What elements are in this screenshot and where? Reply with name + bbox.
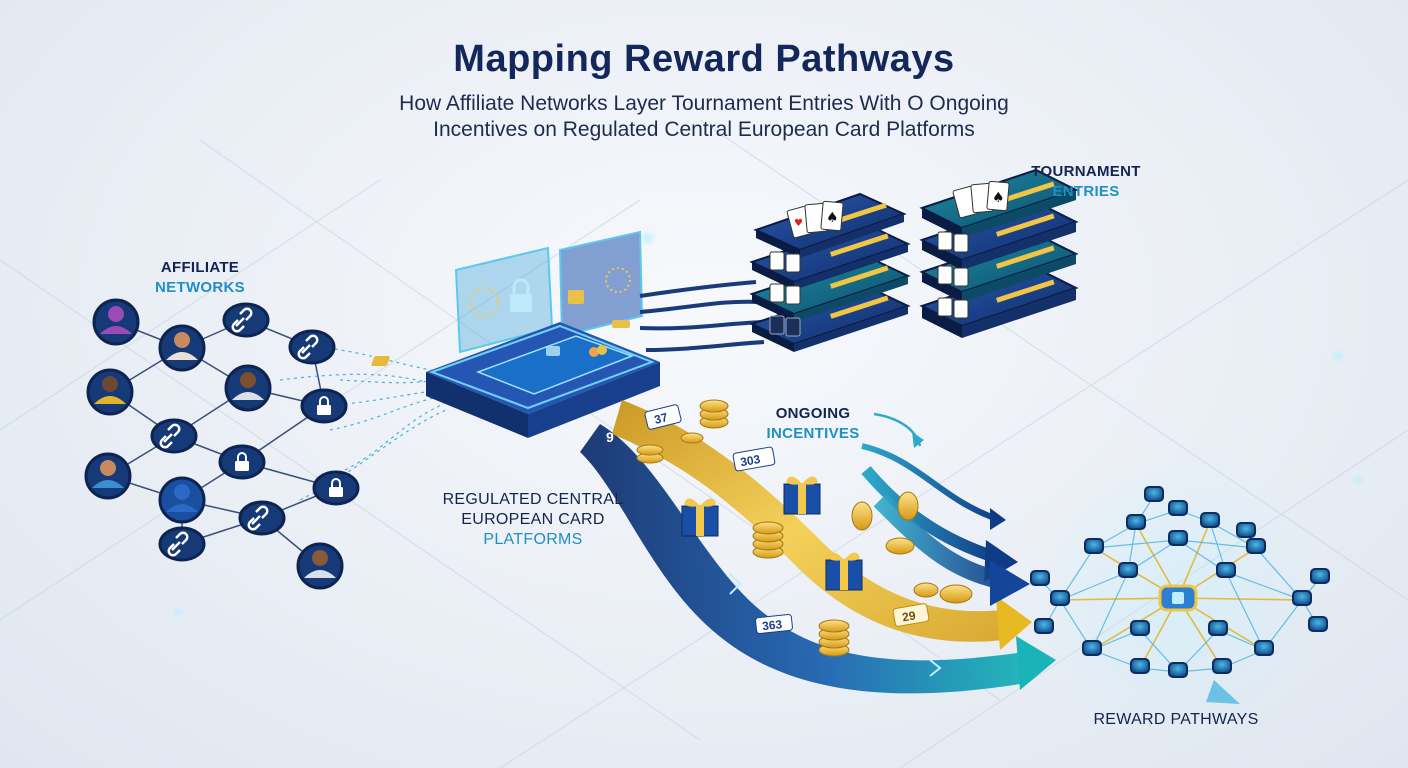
ongoing-incentive-arrows — [862, 414, 1030, 606]
ribbon-badge-text: 363 — [761, 617, 783, 633]
coin-stack-icon — [819, 620, 849, 656]
ribbon-badge: 9 — [606, 429, 614, 445]
gift-box-icon — [682, 498, 718, 536]
svg-text:♠: ♠ — [826, 210, 839, 226]
tournament-entries-label: TOURNAMENT ENTRIES — [1016, 162, 1156, 202]
affiliate-label-line1: AFFILIATE — [140, 258, 260, 278]
hologram-card-screen — [560, 232, 642, 336]
ribbon-badge: 303 — [733, 447, 776, 472]
ribbon-badge-text: 29 — [901, 608, 917, 624]
link-node — [240, 502, 284, 534]
link-node — [160, 528, 204, 560]
reward-label-text: REWARD PATHWAYS — [1076, 710, 1276, 730]
lock-node — [220, 446, 264, 478]
ongoing-label-line2: INCENTIVES — [748, 424, 878, 444]
lock-node — [314, 472, 358, 504]
coin-stack-icon — [681, 400, 728, 443]
page-subtitle-line1: How Affiliate Networks Layer Tournament … — [0, 92, 1408, 116]
person-node — [160, 478, 204, 522]
person-node — [160, 326, 204, 370]
ongoing-incentives-label: ONGOING INCENTIVES — [748, 404, 878, 444]
platform-label-line2: EUROPEAN CARD — [428, 510, 638, 530]
coin-stack-icon — [637, 445, 663, 463]
svg-text:♠: ♠ — [992, 190, 1005, 206]
link-node — [224, 304, 268, 336]
tournament-label-line1: TOURNAMENT — [1016, 162, 1156, 182]
incentive-ribbons — [580, 400, 1056, 693]
person-node — [86, 454, 130, 498]
svg-text:♥: ♥ — [794, 218, 803, 229]
gift-box-icon — [826, 552, 862, 590]
tournament-label-line2: ENTRIES — [1016, 182, 1156, 202]
affiliate-network — [86, 300, 446, 588]
platform-to-tournament-links — [640, 282, 764, 350]
ribbon-badge-text: 9 — [606, 429, 614, 445]
page-title: Mapping Reward Pathways — [0, 38, 1408, 81]
gift-box-icon — [784, 476, 820, 514]
ongoing-label-line1: ONGOING — [748, 404, 878, 424]
reward-pathways-label: REWARD PATHWAYS — [1076, 710, 1276, 730]
card-platforms-label: REGULATED CENTRAL EUROPEAN CARD PLATFORM… — [428, 490, 638, 550]
platform-label-line3: PLATFORMS — [428, 530, 638, 550]
tournament-stack-left: ♠ ♥ — [752, 194, 908, 352]
gold-ribbon-arrowhead — [996, 596, 1032, 650]
page-subtitle-line2: Incentives on Regulated Central European… — [0, 118, 1408, 142]
link-node — [152, 420, 196, 452]
platform-label-line1: REGULATED CENTRAL — [428, 490, 638, 510]
coin-stack-icon — [753, 522, 783, 558]
link-node — [290, 331, 334, 363]
lock-node — [302, 390, 346, 422]
person-node — [94, 300, 138, 344]
network-hub-icon — [1160, 586, 1196, 610]
affiliate-label-line2: NETWORKS — [140, 278, 260, 298]
reward-pathways-hub — [1028, 448, 1329, 748]
card-platform — [371, 232, 660, 438]
person-node — [88, 370, 132, 414]
ribbon-badge: 363 — [755, 614, 792, 634]
person-node — [226, 366, 270, 410]
person-node — [298, 544, 342, 588]
affiliate-networks-label: AFFILIATE NETWORKS — [140, 258, 260, 298]
